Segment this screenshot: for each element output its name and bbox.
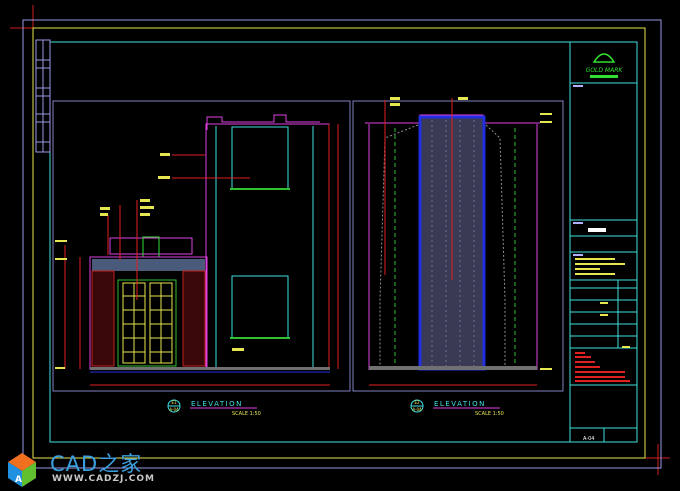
elevation-tag-top: E2: [414, 400, 420, 405]
sheet-number: A-04: [583, 436, 594, 442]
elevation-tag-top: E1: [171, 400, 177, 405]
watermark: CAD之家 WWW.CADZJ.COM: [6, 448, 206, 488]
cad-logo-icon: A: [8, 453, 36, 487]
watermark-url: WWW.CADZJ.COM: [52, 474, 156, 484]
cyan-frame: [49, 41, 638, 443]
outer-frame: [22, 19, 662, 469]
title-block: GOLD MARK A-04: [569, 41, 638, 443]
yellow-frame: [32, 27, 646, 459]
crosshair-cursor: [10, 5, 670, 475]
left-elevation-label: E1 A-04 ELEVATION SCALE 1:50: [167, 399, 261, 417]
elevation-scale: SCALE 1:50: [232, 411, 261, 417]
revision-strip: [35, 39, 51, 153]
watermark-title: CAD之家: [50, 452, 143, 476]
logo-text: GOLD MARK: [586, 67, 624, 74]
logo-emblem: [592, 53, 616, 63]
elevation-tag-bottom: A-04: [412, 407, 422, 412]
right-viewport: [352, 100, 564, 392]
right-elevation: [365, 97, 552, 386]
left-elevation: [55, 114, 339, 386]
elevation-title: ELEVATION: [191, 400, 243, 408]
right-elevation-label: E2 A-04 ELEVATION SCALE 1:50: [410, 399, 504, 417]
left-viewport: [52, 100, 351, 392]
elevation-title: ELEVATION: [434, 400, 486, 408]
elevation-scale: SCALE 1:50: [475, 411, 504, 417]
svg-text:A: A: [15, 475, 22, 485]
elevation-tag-bottom: A-04: [169, 407, 179, 412]
